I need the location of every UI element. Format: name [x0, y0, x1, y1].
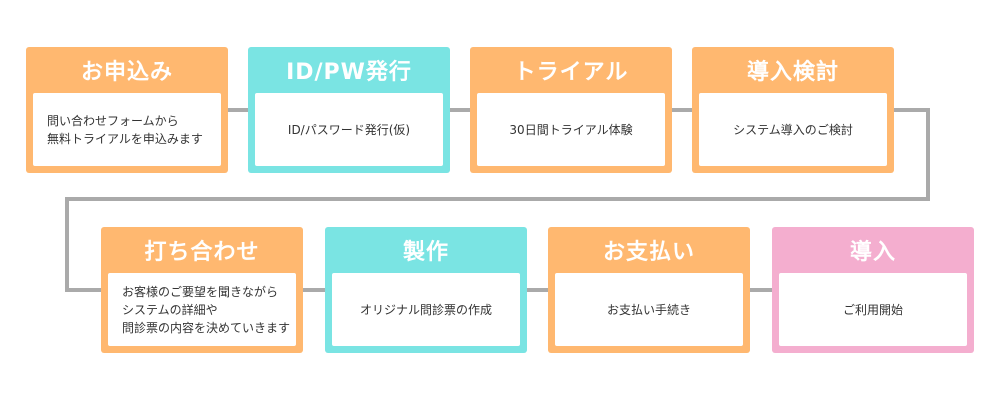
step-title: お申込み: [80, 60, 173, 85]
step-meeting: 打ち合わせ お客様のご要望を聞きながら システムの詳細や 問診票の内容を決めてい…: [101, 227, 303, 353]
step-description: ご利用開始: [779, 273, 967, 346]
step-trial: トライアル 30日間トライアル体験: [470, 47, 672, 173]
step-description: お客様のご要望を聞きながら システムの詳細や 問診票の内容を決めていきます: [108, 273, 296, 346]
description-line: 無料トライアルを申込みます: [47, 131, 203, 146]
description-line: 問い合わせフォームから: [47, 113, 179, 128]
description-line: オリジナル問診票の作成: [359, 302, 492, 317]
step-description: お支払い手続き: [555, 273, 743, 346]
description-line: システムの詳細や: [122, 302, 218, 317]
step-title: お支払い: [602, 240, 695, 265]
step-introduction: 導入 ご利用開始: [772, 227, 974, 353]
description-line: ID/パスワード発行(仮): [287, 122, 411, 137]
description-line: お客様のご要望を聞きながら: [122, 284, 279, 299]
step-description: オリジナル問診票の作成: [332, 273, 520, 346]
step-title: 導入検討: [746, 60, 839, 85]
description-line: 30日間トライアル体験: [509, 122, 633, 137]
step-description: 30日間トライアル体験: [477, 93, 665, 166]
step-payment: お支払い お支払い手続き: [548, 227, 750, 353]
connector-group: [65, 108, 930, 292]
connector-4-5: [65, 108, 930, 292]
step-id-pw-issue: ID/PW発行 ID/パスワード発行(仮): [248, 47, 450, 173]
step-apply: お申込み 問い合わせフォームから 無料トライアルを申込みます: [26, 47, 228, 173]
step-title: トライアル: [513, 60, 629, 85]
step-production: 製作 オリジナル問診票の作成: [325, 227, 527, 353]
step-title: 導入: [849, 240, 896, 265]
step-title: 製作: [402, 240, 449, 265]
description-line: システム導入のご検討: [733, 122, 853, 137]
description-line: お支払い手続き: [606, 302, 691, 317]
step-description: 問い合わせフォームから 無料トライアルを申込みます: [33, 93, 221, 166]
description-line: 問診票の内容を決めていきます: [122, 320, 291, 335]
description-line: ご利用開始: [842, 302, 903, 317]
step-title: ID/PW発行: [286, 60, 412, 85]
step-title: 打ち合わせ: [144, 240, 260, 265]
step-consider: 導入検討 システム導入のご検討: [692, 47, 894, 173]
step-description: システム導入のご検討: [699, 93, 887, 166]
step-description: ID/パスワード発行(仮): [255, 93, 443, 166]
